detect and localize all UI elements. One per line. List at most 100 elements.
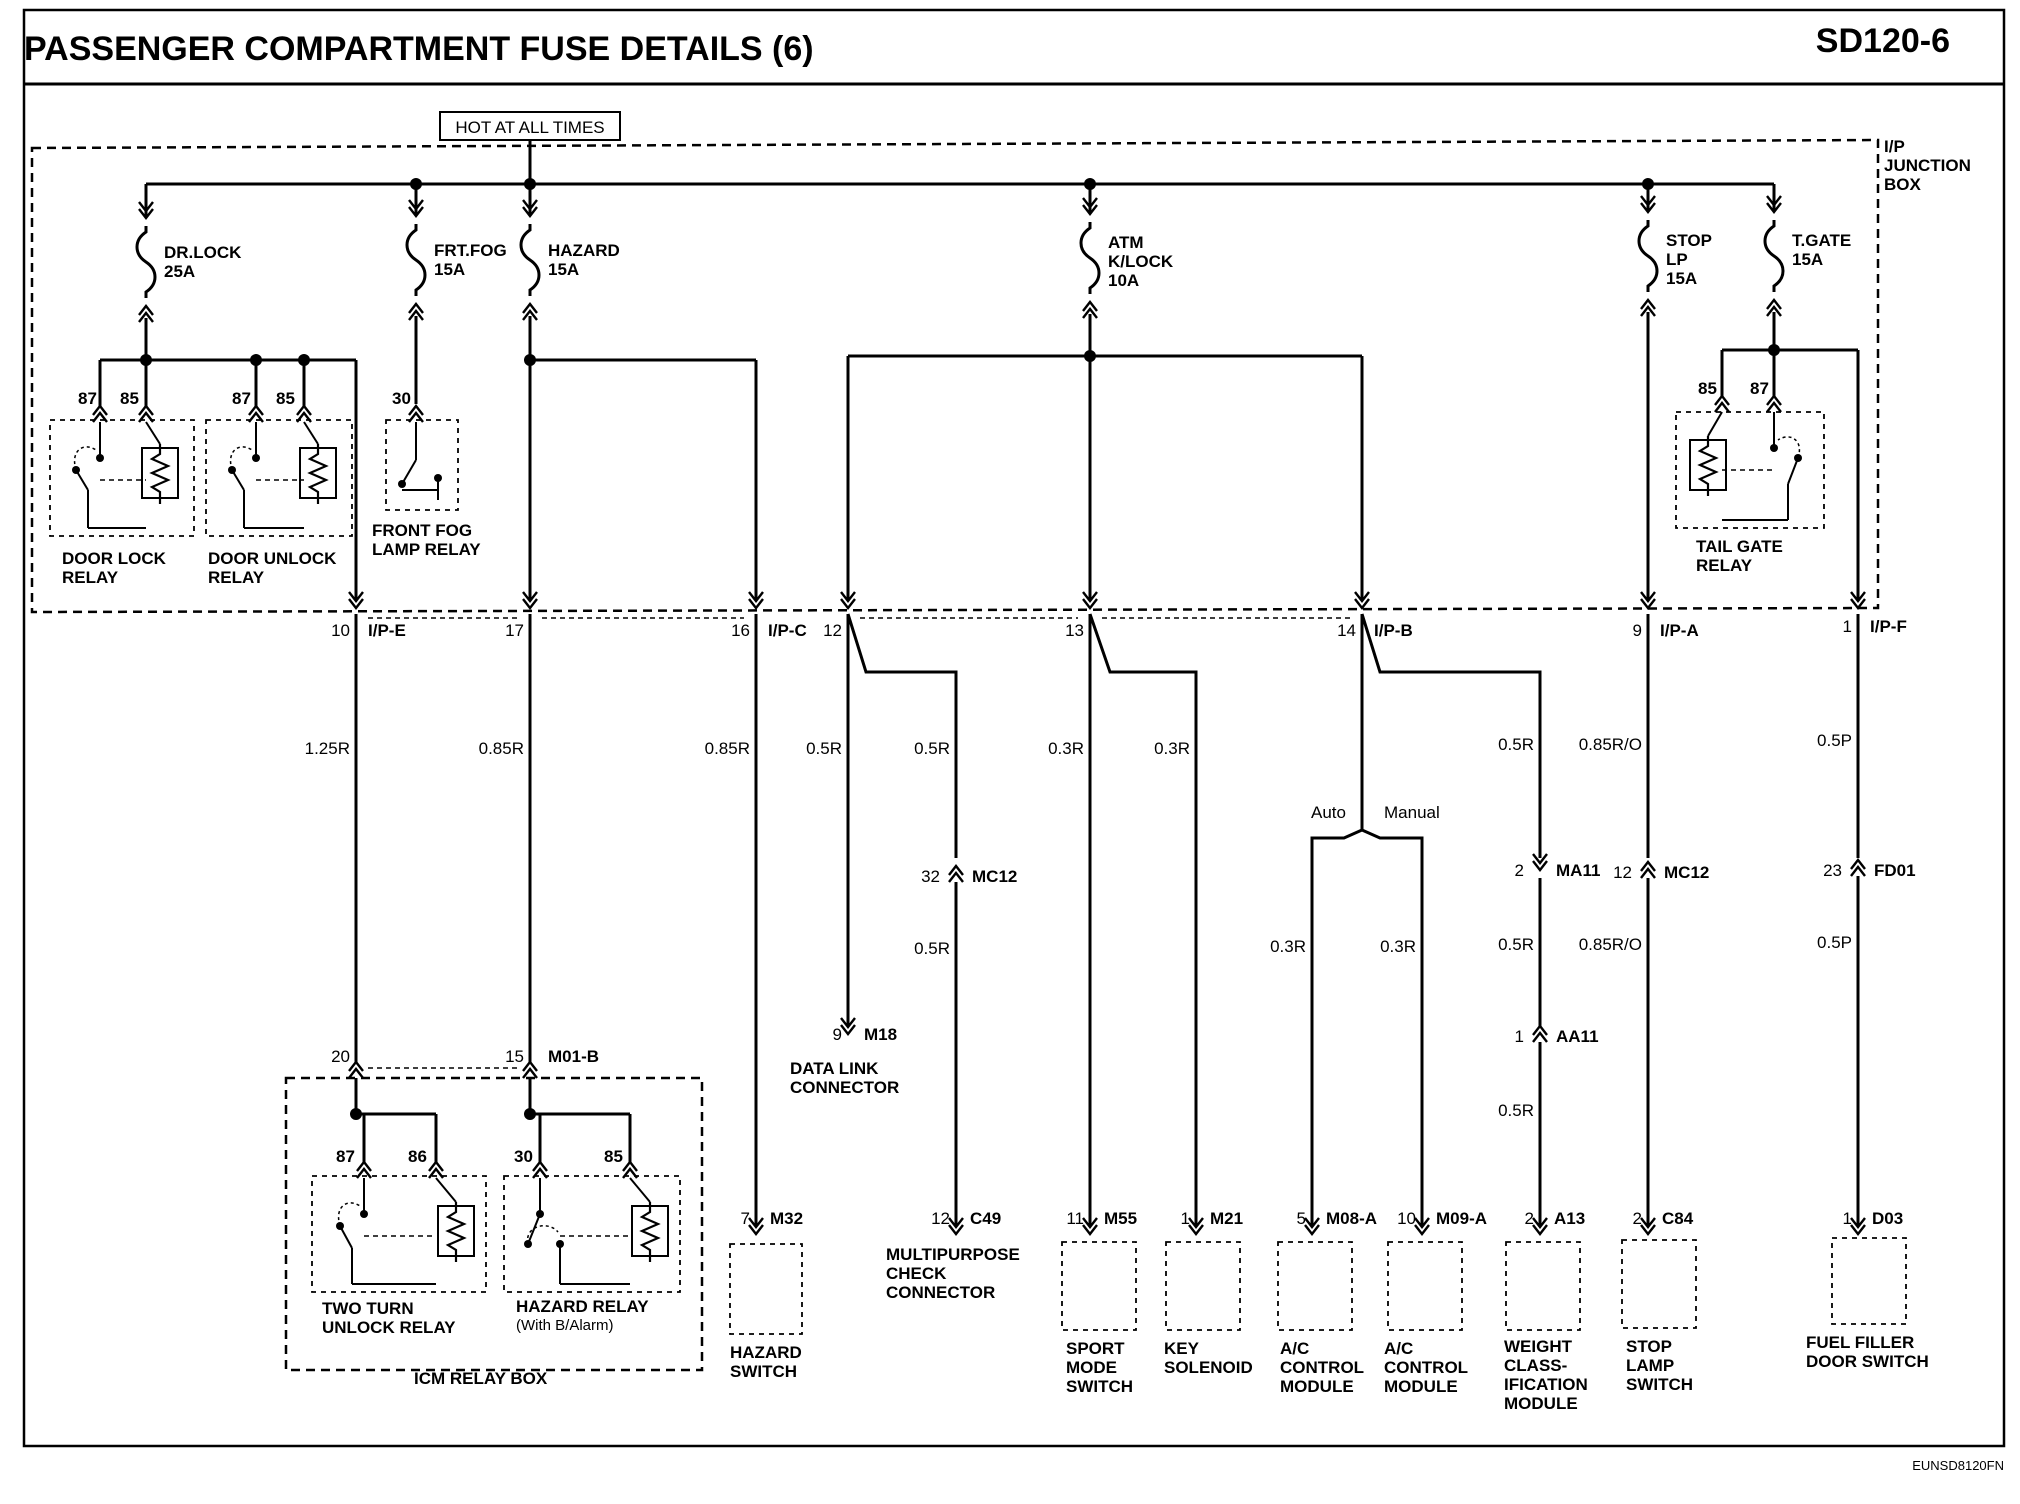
svg-text:CONTROL: CONTROL <box>1384 1358 1468 1377</box>
wire-label: 0.5R <box>1498 935 1534 954</box>
door-unlock-relay: 87 85 DOOR UNLOCK RELAY <box>205 360 353 587</box>
wire-label: 0.3R <box>1380 937 1416 956</box>
component-fuel-filler-door-switch: 1 D03 FUEL FILLER DOOR SWITCH <box>1806 1209 1929 1371</box>
svg-text:FD01: FD01 <box>1874 861 1916 880</box>
wire-label: 0.5P <box>1817 731 1852 750</box>
svg-text:M55: M55 <box>1104 1209 1137 1228</box>
data-link-connector-label: DATA LINK <box>790 1059 879 1078</box>
svg-text:7: 7 <box>741 1209 750 1228</box>
svg-text:HAZARD RELAY: HAZARD RELAY <box>516 1297 649 1316</box>
fuse-stop-lp: STOP LP 15A <box>1637 184 1712 318</box>
svg-text:9: 9 <box>1633 621 1642 640</box>
svg-text:FRT.FOG: FRT.FOG <box>434 241 507 260</box>
svg-text:5: 5 <box>1297 1209 1306 1228</box>
svg-text:12: 12 <box>1613 863 1632 882</box>
svg-text:T.GATE: T.GATE <box>1792 231 1851 250</box>
svg-text:1: 1 <box>1843 1209 1852 1228</box>
svg-text:JUNCTION: JUNCTION <box>1884 156 1971 175</box>
svg-text:D03: D03 <box>1872 1209 1903 1228</box>
svg-text:12: 12 <box>931 1209 950 1228</box>
svg-text:DOOR UNLOCK: DOOR UNLOCK <box>208 549 337 568</box>
component-key-solenoid: 1 M21 KEY SOLENOID <box>1164 1209 1253 1377</box>
svg-text:20: 20 <box>331 1047 350 1066</box>
wire-label: 0.5R <box>914 939 950 958</box>
svg-text:10: 10 <box>331 621 350 640</box>
wire-label: 0.5R <box>1498 735 1534 754</box>
svg-text:32: 32 <box>921 867 940 886</box>
component-multipurpose-check-connector: 12 C49 MULTIPURPOSE CHECK CONNECTOR <box>886 1209 1020 1302</box>
fuse-atm-klock: ATM K/LOCK 10A <box>1079 184 1174 356</box>
component-ac-control-module-auto: 5 M08-A A/C CONTROL MODULE <box>1277 1209 1377 1396</box>
page-title: PASSENGER COMPARTMENT FUSE DETAILS (6) <box>24 30 814 68</box>
svg-text:BOX: BOX <box>1884 175 1922 194</box>
junction-box-outline <box>30 138 1880 614</box>
svg-text:A13: A13 <box>1554 1209 1585 1228</box>
svg-text:LP: LP <box>1666 250 1688 269</box>
svg-text:17: 17 <box>505 621 524 640</box>
wire-label: 0.5R <box>1498 1101 1534 1120</box>
svg-text:LAMP: LAMP <box>1626 1356 1674 1375</box>
svg-text:UNLOCK RELAY: UNLOCK RELAY <box>322 1318 456 1337</box>
svg-text:87: 87 <box>1750 379 1769 398</box>
door-lock-relay: 87 85 DOOR LOCK RELAY <box>49 360 195 587</box>
wire-label: 0.3R <box>1048 739 1084 758</box>
wire-label: 0.3R <box>1270 937 1306 956</box>
svg-text:MULTIPURPOSE: MULTIPURPOSE <box>886 1245 1020 1264</box>
branch-manual: Manual <box>1384 803 1440 822</box>
svg-text:15A: 15A <box>1792 250 1823 269</box>
svg-text:TAIL GATE: TAIL GATE <box>1696 537 1783 556</box>
svg-text:M08-A: M08-A <box>1326 1209 1377 1228</box>
svg-text:15A: 15A <box>434 260 465 279</box>
svg-text:15A: 15A <box>548 260 579 279</box>
svg-text:A/C: A/C <box>1384 1339 1413 1358</box>
svg-text:RELAY: RELAY <box>62 568 119 587</box>
svg-text:KEY: KEY <box>1164 1339 1200 1358</box>
svg-text:I/P-E: I/P-E <box>368 621 406 640</box>
component-ac-control-module-manual: 10 M09-A A/C CONTROL MODULE <box>1384 1209 1487 1396</box>
svg-text:14: 14 <box>1337 621 1356 640</box>
two-turn-unlock-relay: 87 86 TWO TURN UNLOCK RELAY <box>311 1114 487 1337</box>
svg-text:2: 2 <box>1525 1209 1534 1228</box>
junction-box-label: I/P <box>1884 137 1905 156</box>
svg-text:30: 30 <box>514 1147 533 1166</box>
svg-text:M09-A: M09-A <box>1436 1209 1487 1228</box>
svg-text:CLASS-: CLASS- <box>1504 1356 1567 1375</box>
svg-text:HAZARD: HAZARD <box>730 1343 802 1362</box>
svg-text:MODULE: MODULE <box>1384 1377 1458 1396</box>
page-code: SD120-6 <box>1816 22 1950 60</box>
svg-text:SWITCH: SWITCH <box>1066 1377 1133 1396</box>
svg-text:11: 11 <box>1066 1209 1084 1228</box>
svg-text:85: 85 <box>120 389 139 408</box>
svg-text:87: 87 <box>336 1147 355 1166</box>
wire-label: 0.85R/O <box>1579 735 1642 754</box>
svg-text:I/P-B: I/P-B <box>1374 621 1413 640</box>
svg-text:FUEL FILLER: FUEL FILLER <box>1806 1333 1914 1352</box>
svg-text:MODULE: MODULE <box>1280 1377 1354 1396</box>
wire-label: 1.25R <box>305 739 350 758</box>
svg-text:C84: C84 <box>1662 1209 1694 1228</box>
svg-text:SWITCH: SWITCH <box>1626 1375 1693 1394</box>
fuse-tgate: T.GATE 15A <box>1763 184 1851 350</box>
svg-text:13: 13 <box>1065 621 1084 640</box>
svg-text:M32: M32 <box>770 1209 803 1228</box>
svg-text:I/P-F: I/P-F <box>1870 617 1907 636</box>
svg-text:MA11: MA11 <box>1556 861 1600 880</box>
fuse-drlock: DR.LOCK 25A <box>135 184 242 360</box>
wire-label: 0.5R <box>914 739 950 758</box>
svg-text:87: 87 <box>78 389 97 408</box>
svg-text:CONTROL: CONTROL <box>1280 1358 1364 1377</box>
svg-text:C49: C49 <box>970 1209 1001 1228</box>
component-sport-mode-switch: 11 M55 SPORT MODE SWITCH <box>1061 1209 1137 1396</box>
svg-text:1: 1 <box>1181 1209 1190 1228</box>
svg-text:RELAY: RELAY <box>1696 556 1753 575</box>
svg-text:MC12: MC12 <box>1664 863 1709 882</box>
svg-text:HAZARD: HAZARD <box>548 241 620 260</box>
svg-text:12: 12 <box>823 621 842 640</box>
svg-text:CONNECTOR: CONNECTOR <box>886 1283 995 1302</box>
wire-label: 0.5R <box>806 739 842 758</box>
svg-text:K/LOCK: K/LOCK <box>1108 252 1174 271</box>
svg-text:M21: M21 <box>1210 1209 1243 1228</box>
svg-text:9: 9 <box>833 1025 842 1044</box>
svg-text:STOP: STOP <box>1666 231 1712 250</box>
svg-text:23: 23 <box>1823 861 1842 880</box>
